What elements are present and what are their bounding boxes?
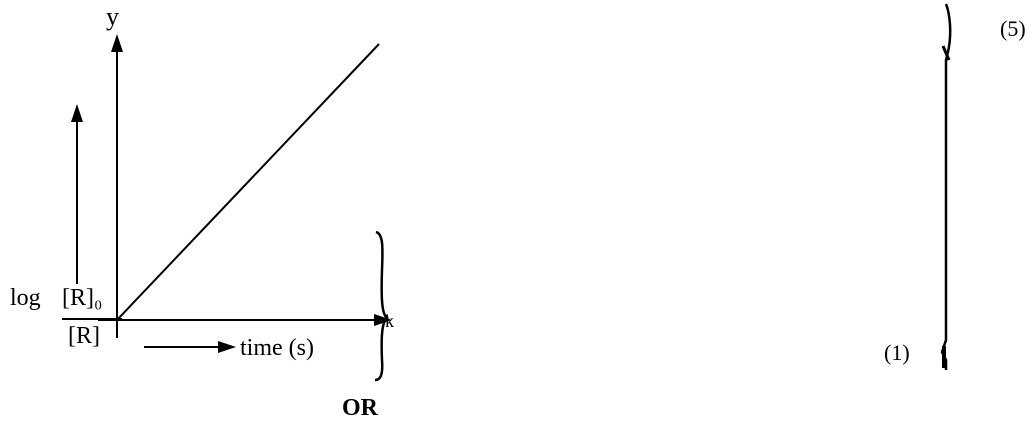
marks-bracket-tip-top xyxy=(941,45,951,61)
x-axis-end-mark: k xyxy=(385,311,394,331)
x-axis-label: time (s) xyxy=(240,335,314,361)
x-axis-arrowhead xyxy=(374,314,392,326)
plot-line xyxy=(116,43,380,321)
or-label: OR xyxy=(342,395,378,421)
y-axis-arrowhead xyxy=(111,34,123,52)
marks-bottom: (1) xyxy=(884,340,910,365)
formula-fraction-bar xyxy=(62,318,122,320)
marks-top: (5) xyxy=(1000,16,1026,41)
formula-numerator: [R]₀ xyxy=(62,285,103,311)
graph-brace xyxy=(374,230,389,382)
up-arrow-head xyxy=(71,104,83,122)
formula-denominator: [R] xyxy=(68,323,100,349)
time-arrow-head xyxy=(218,341,236,353)
y-axis-label: y xyxy=(106,2,119,31)
formula-log: log xyxy=(10,285,41,311)
